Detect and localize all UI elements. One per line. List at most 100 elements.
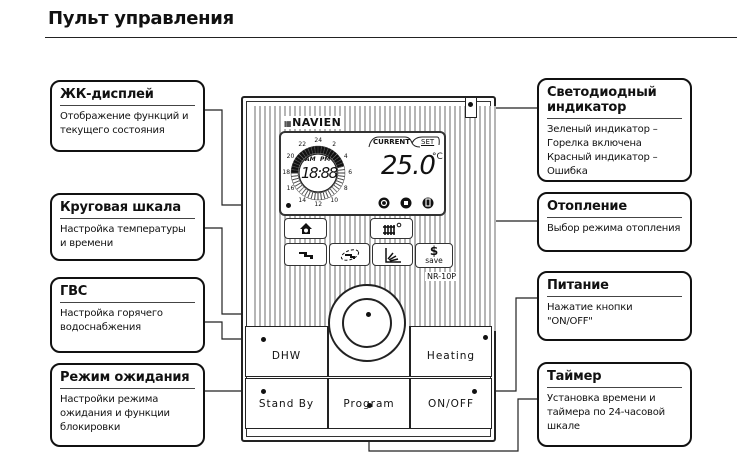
hour-segment: [294, 182, 303, 190]
hot-water-mode-button[interactable]: [284, 243, 327, 266]
shower-icon: [340, 248, 359, 261]
hour-label: 18: [282, 169, 291, 176]
callout-power: Питание Нажатие кнопки "ON/OFF": [537, 271, 692, 341]
hour-segment: [320, 192, 326, 201]
callout-lcd: ЖК-дисплей Отображение функций и текущег…: [50, 80, 205, 152]
callout-dhw: ГВС Настройка горячего водоснабжения: [50, 277, 205, 353]
hour-segment: [292, 180, 301, 187]
hour-label: 8: [343, 185, 348, 192]
clock-readout: 18:88: [301, 164, 338, 182]
connector-dot-standby: [261, 389, 266, 394]
hour-segment: [333, 182, 342, 190]
hour-label: 12: [314, 201, 323, 208]
hour-segment: [298, 186, 307, 195]
current-tab-outline: [368, 136, 421, 148]
pm-indicator: PM: [320, 156, 331, 163]
hour-segment: [337, 172, 346, 177]
hour-segment: [310, 145, 316, 154]
rotary-dial[interactable]: [328, 284, 406, 362]
am-indicator: AM: [305, 156, 316, 163]
hour-segment: [333, 156, 342, 164]
page-title: Пульт управления: [48, 8, 234, 29]
hour-segment: [298, 151, 307, 160]
dollar-icon: $: [429, 243, 439, 258]
connector-dot-dial: [366, 312, 371, 317]
brand-name: NAVIEN: [292, 116, 342, 129]
shower-mode-button[interactable]: [329, 243, 370, 266]
hour-label: 4: [343, 153, 348, 160]
hour-segment: [301, 188, 309, 197]
tab-current: CURRENT: [373, 138, 411, 146]
hour-segment: [335, 159, 344, 166]
model-number: NR-10P: [425, 272, 459, 281]
hour-segment: [307, 146, 313, 155]
hour-segment: [314, 145, 319, 154]
hour-label: 24: [314, 137, 323, 144]
hour-segment: [336, 178, 345, 184]
radiator-mode-button[interactable]: [370, 218, 413, 239]
hour-segment: [314, 192, 319, 201]
hour-segment: [290, 175, 299, 181]
desc-line: Красный индикатор –: [547, 152, 658, 163]
hour-label: 6: [348, 169, 353, 176]
home-mode-button[interactable]: [284, 218, 327, 239]
hour-segment: [292, 159, 301, 166]
hour-label: 10: [330, 196, 339, 204]
callout-desc: Выбор режима отопления: [547, 223, 681, 234]
desc-line: Нажатие кнопки: [547, 302, 633, 313]
hour-segment: [329, 186, 338, 195]
hour-label: 20: [286, 153, 295, 160]
desc-line: "ON/OFF": [547, 316, 593, 327]
hour-segment: [294, 156, 303, 164]
floor-heat-icon: [384, 247, 401, 263]
title-divider: [45, 37, 737, 38]
save-mode-button[interactable]: $ save: [415, 243, 453, 268]
hour-segment: [296, 153, 305, 162]
led-indicator: [465, 97, 477, 118]
dhw-label: DHW: [271, 349, 302, 362]
hour-segment: [323, 146, 329, 155]
standby-button[interactable]: Stand By: [245, 378, 328, 429]
connector-dot-dhw: [261, 337, 266, 342]
hour-segment: [317, 145, 322, 154]
callout-dial: Круговая шкала Настройка температуры и в…: [50, 193, 205, 261]
callout-title: ГВС: [60, 284, 195, 303]
connector-dot-timer: [367, 403, 372, 408]
hour-segment: [325, 190, 332, 199]
callout-timer: Таймер Установка времени и таймера по 24…: [537, 362, 692, 447]
callout-desc: Установка времени и таймера по 24-часово…: [547, 393, 665, 432]
hour-segment: [307, 191, 313, 200]
floor-heating-mode-button[interactable]: [372, 243, 413, 266]
connector-dot-lcd: [286, 203, 291, 208]
hour-segment: [335, 180, 344, 187]
callout-desc: Зеленый индикатор – Горелка включена Кра…: [547, 123, 682, 179]
callout-desc: Настройка горячего водоснабжения: [60, 308, 163, 333]
connector-dot-heating: [483, 335, 488, 340]
callout-title: Круговая шкала: [60, 200, 195, 219]
onoff-button[interactable]: ON/OFF: [410, 378, 492, 429]
temperature-unit: °C: [432, 152, 443, 162]
callout-desc: Нажатие кнопки "ON/OFF": [547, 301, 682, 329]
hour-segment: [290, 165, 299, 171]
timer-icon: [378, 197, 390, 209]
connector-dot-power: [472, 389, 477, 394]
logo-mark-icon: ▦: [284, 119, 293, 128]
callout-title: Питание: [547, 278, 682, 297]
hour-segment: [320, 145, 326, 154]
brand-logo: ▦NAVIEN: [282, 116, 344, 129]
callout-led: Светодиодный индикатор Зеленый индикатор…: [537, 78, 692, 182]
hour-segment: [304, 147, 311, 156]
desc-line: Зеленый индикатор –: [547, 124, 658, 135]
radiator-icon: [382, 222, 401, 235]
hour-segment: [327, 188, 335, 197]
hour-segment: [337, 169, 346, 174]
set-tab-outline: [411, 136, 440, 146]
callout-title: Таймер: [547, 369, 682, 388]
heating-button[interactable]: Heating: [410, 326, 492, 377]
dhw-button[interactable]: DHW: [245, 326, 328, 377]
hour-segment: [327, 149, 335, 158]
heating-label: Heating: [426, 349, 476, 362]
hour-segment: [337, 165, 346, 171]
